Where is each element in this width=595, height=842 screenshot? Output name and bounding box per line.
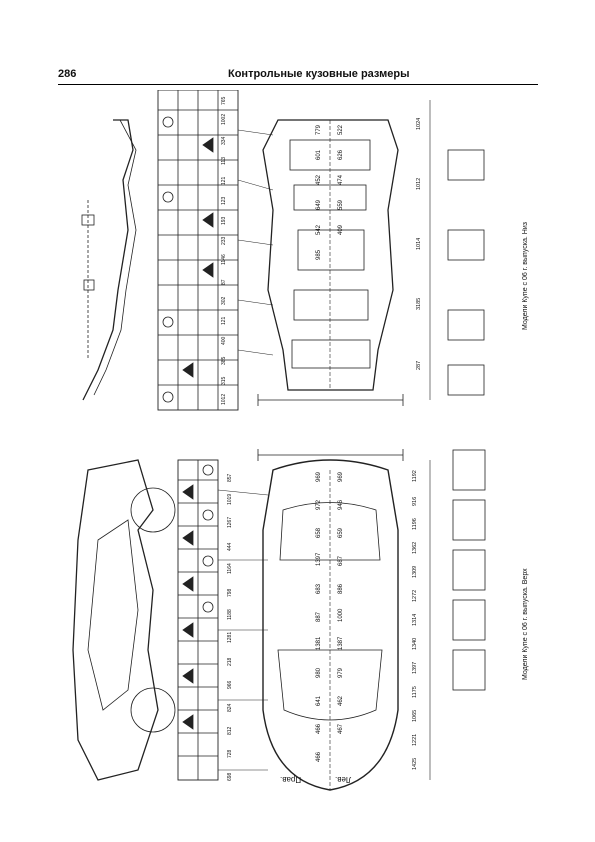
lower-table-value: 812 [227,726,233,735]
upper-table-value: 193 [221,216,227,225]
lower-side-value: 1362 [412,542,418,554]
lower-body-dimension: 980 [316,667,322,678]
upper-table-value: 123 [221,196,227,205]
lower-table-value: 1267 [227,517,233,528]
lower-side-value: 1309 [412,566,418,578]
direction-left-label: Лев. [335,775,352,784]
lower-table-value: 1281 [227,632,233,643]
upper-table-value: 765 [221,96,227,105]
lower-body-dimension: 1381 [316,636,322,650]
lower-body-dimensions: 969 969 972 946 658 659 1397 687 683 886 887 1000 13… [316,471,344,762]
lower-body-dimension: 1387 [338,636,344,650]
upper-side-value: 287 [416,361,422,370]
upper-side-value: 1014 [416,238,422,250]
lower-side-value: 1221 [412,734,418,746]
upper-table-value: 334 [221,136,227,145]
upper-floor-dimension: 409 [338,224,344,235]
lower-body-dimension: 1397 [316,552,322,566]
upper-side-value: 3185 [416,298,422,310]
lower-side-value: 1425 [412,758,418,770]
upper-floor-dimension: 649 [316,199,322,210]
lower-table-value: 728 [227,749,233,758]
lower-body-dimension: 969 [338,471,344,482]
lower-table-values: 857 1019 1267 444 1164 798 1188 1281 218 966 824 81… [227,473,233,781]
lower-side-values: 1192 916 1196 1362 1309 1272 1314 1340 1397 1175 1… [412,470,418,770]
upper-floor-dimension: 452 [316,174,322,185]
page-number: 286 [58,68,77,80]
lower-table-value: 1164 [227,563,233,574]
page-title: Контрольные кузовные размеры [228,68,410,80]
upper-floor-dimensions: 779 522 601 626 452 474 649 559 542 409 985 [316,124,344,260]
lower-table-value: 824 [227,703,233,712]
upper-side-value: 1024 [416,118,422,130]
upper-table-values: 765 1002 334 113 121 123 193 233 1146 87 302 121 400… [221,96,227,405]
lower-body-dimension: 683 [316,583,322,594]
lower-upperbody-diagram [72,449,486,791]
lower-table-value: 966 [227,680,233,689]
upper-table-value: 1146 [221,254,227,265]
lower-table-value: 698 [227,772,233,781]
lower-diagram-caption: Модели Купе с 06 г. выпуска. Верх [522,568,529,680]
lower-body-dimension: 466 [316,751,322,762]
lower-side-value: 1175 [412,686,418,698]
upper-floor-dimension: 522 [338,124,344,135]
lower-side-value: 1340 [412,638,418,650]
lower-body-dimension: 887 [316,611,322,622]
upper-floor-dimension: 985 [316,249,322,260]
upper-table-value: 121 [221,316,227,325]
lower-body-dimension: 972 [316,499,322,510]
upper-table-value: 87 [221,279,227,285]
lower-body-dimension: 641 [316,695,322,706]
upper-table-value: 113 [221,157,227,165]
lower-body-dimension: 467 [338,723,344,734]
upper-table-value: 1012 [221,394,227,405]
lower-table-value: 1188 [227,609,233,620]
header-rule [58,84,538,85]
lower-table-value: 857 [227,473,233,482]
body-dimensions-diagram: 765 1002 334 113 121 123 193 233 1146 87 302 121 400… [72,90,486,791]
lower-side-value: 1272 [412,590,418,602]
upper-table-value: 385 [221,356,227,365]
lower-side-value: 916 [412,497,418,506]
upper-floor-dimension: 542 [316,224,322,235]
upper-floor-dimension: 474 [338,174,344,185]
upper-table-value: 233 [221,236,227,245]
lower-body-dimension: 979 [338,667,344,678]
lower-body-dimension: 687 [338,555,344,566]
lower-body-dimension: 659 [338,527,344,538]
lower-side-value: 1397 [412,662,418,674]
upper-table-value: 121 [221,176,227,185]
upper-underbody-diagram [81,90,485,411]
lower-table-value: 798 [227,588,233,597]
upper-floor-dimension: 779 [316,124,322,135]
lower-body-dimension: 658 [316,527,322,538]
lower-side-value: 1196 [412,518,418,530]
lower-table-value: 444 [227,542,233,551]
upper-floor-dimension: 626 [338,149,344,160]
lower-table-value: 1019 [227,494,233,505]
lower-body-dimension: 1000 [338,608,344,622]
lower-body-dimension: 462 [338,695,344,706]
page-header: 286 Контрольные кузовные размеры [58,68,538,84]
lower-table-value: 218 [227,657,233,666]
upper-table-value: 400 [221,336,227,345]
upper-table-value: 302 [221,296,227,305]
lower-body-dimension: 886 [338,583,344,594]
direction-right-label: Прав. [280,775,302,784]
upper-floor-dimension: 601 [316,149,322,160]
upper-table-value: 1002 [221,114,227,125]
lower-body-dimension: 946 [338,499,344,510]
upper-table-value: 315 [221,376,227,385]
lower-body-dimension: 466 [316,723,322,734]
upper-floor-dimension: 559 [338,199,344,210]
upper-side-values: 1024 1012 1014 3185 287 [416,118,422,370]
lower-body-dimension: 969 [316,471,322,482]
lower-side-value: 1192 [412,470,418,482]
upper-side-value: 1012 [416,178,422,190]
upper-diagram-caption: Модели Купе с 06 г. выпуска. Низ [522,222,529,330]
lower-side-value: 1065 [412,710,418,722]
lower-side-value: 1314 [412,614,418,626]
